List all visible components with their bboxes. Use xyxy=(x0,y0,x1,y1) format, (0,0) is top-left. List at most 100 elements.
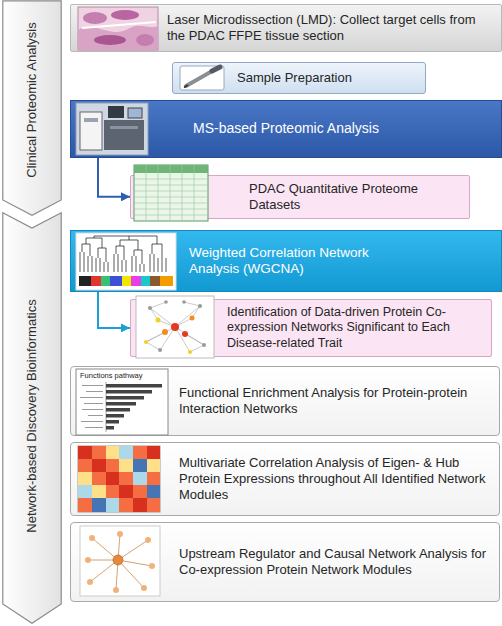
dendrogram-thumbnail xyxy=(131,276,141,286)
heatmap-thumbnail xyxy=(106,485,119,498)
instrument-photo xyxy=(108,106,124,118)
stage-band: Network-based Discovery Bioinformatics xyxy=(2,212,62,624)
network-thumbnail xyxy=(202,343,206,347)
process-box: Identification of Data-driven Protein Co… xyxy=(130,299,492,357)
tissue-thumbnail xyxy=(78,7,158,50)
heatmap-thumbnail xyxy=(78,485,92,498)
pipette-icon xyxy=(184,85,188,88)
network-thumbnail xyxy=(188,350,192,354)
instrument-photo xyxy=(110,126,138,129)
bar-chart-thumbnail xyxy=(106,426,114,430)
causal-network-thumbnail xyxy=(88,534,152,590)
heatmap-thumbnail xyxy=(78,446,160,512)
heatmap-thumbnail xyxy=(119,459,133,472)
table-thumbnail xyxy=(134,165,208,221)
instrument-photo xyxy=(104,120,144,150)
heatmap-thumbnail xyxy=(133,498,147,512)
network-thumbnail xyxy=(136,296,214,358)
heatmap-thumbnail xyxy=(78,446,92,459)
table-thumbnail xyxy=(134,165,208,173)
heatmap-thumbnail xyxy=(78,498,92,512)
bar-chart-thumbnail xyxy=(106,396,144,400)
dendrogram-thumbnail xyxy=(141,276,150,286)
heatmap-thumbnail xyxy=(92,446,106,459)
stage-label: Network-based Discovery Bioinformatics xyxy=(24,299,40,532)
heatmap-thumbnail xyxy=(78,459,92,472)
heatmap-thumbnail xyxy=(78,472,92,485)
heatmap-thumbnail xyxy=(106,498,119,512)
box-text: MS-based Proteomic Analysis xyxy=(193,120,493,137)
instrument-photo xyxy=(80,112,102,150)
flow-arrow xyxy=(98,292,130,328)
instrument-photo xyxy=(128,108,142,118)
box-text: Weighted Correlation Network Analysis (W… xyxy=(189,245,381,278)
heatmap-thumbnail xyxy=(92,485,106,498)
table-thumbnail xyxy=(134,179,208,215)
tissue-thumbnail xyxy=(78,26,158,50)
network-thumbnail xyxy=(182,300,186,304)
dendrogram-thumbnail xyxy=(80,236,166,272)
bar-chart-thumbnail xyxy=(106,390,152,394)
causal-network-thumbnail xyxy=(141,585,147,591)
network-thumbnail xyxy=(162,329,168,335)
bar-chart-thumbnail xyxy=(76,369,168,435)
network-thumbnail xyxy=(171,323,179,331)
heatmap-thumbnail xyxy=(119,485,133,498)
box-text: PDAC Quantitative Proteome Datasets xyxy=(249,181,461,213)
flow-arrow xyxy=(98,158,130,197)
process-box: PDAC Quantitative Proteome Datasets xyxy=(130,175,470,219)
table-thumbnail xyxy=(146,165,194,221)
causal-network-thumbnail xyxy=(85,557,91,563)
pipette-icon xyxy=(180,66,224,90)
box-text: Multivariate Correlation Analysis of Eig… xyxy=(179,455,489,503)
instrument-photo xyxy=(76,103,148,155)
table-thumbnail xyxy=(134,165,208,221)
heatmap-thumbnail xyxy=(133,472,147,485)
network-thumbnail xyxy=(198,304,202,308)
bar-chart-thumbnail xyxy=(106,420,119,424)
heatmap-thumbnail xyxy=(92,498,106,512)
heatmap-thumbnail xyxy=(133,485,147,498)
dendrogram-thumbnail xyxy=(122,276,131,286)
causal-network-thumbnail xyxy=(80,526,160,596)
dendrogram-thumbnail xyxy=(76,233,176,290)
process-box: MS-based Proteomic Analysis xyxy=(70,100,502,158)
bar-chart-thumbnail xyxy=(106,414,124,418)
pipette-icon xyxy=(180,66,224,90)
pipette-icon xyxy=(186,70,214,86)
heatmap-thumbnail xyxy=(106,446,119,459)
causal-network-thumbnail xyxy=(87,579,93,585)
band-outline xyxy=(3,1,61,215)
network-thumbnail xyxy=(148,306,152,310)
heatmap-thumbnail xyxy=(119,446,133,459)
process-box: Multivariate Correlation Analysis of Eig… xyxy=(70,442,500,516)
bar-chart-thumbnail xyxy=(106,408,130,412)
box-text: Laser Microdissection (LMD): Collect tar… xyxy=(167,12,493,44)
dendrogram-thumbnail xyxy=(101,276,110,286)
band-outline xyxy=(3,213,61,623)
process-box: Functional Enrichment Analysis for Prote… xyxy=(70,366,500,436)
dendrogram-thumbnail xyxy=(79,276,91,286)
chart-title: Functions pathway xyxy=(80,371,143,380)
heatmap-thumbnail xyxy=(147,446,160,459)
dendrogram-thumbnail xyxy=(91,276,101,286)
process-box: Laser Microdissection (LMD): Collect tar… xyxy=(70,4,502,52)
tissue-thumbnail xyxy=(136,34,154,46)
stage-band: Clinical Proteomic Analysis xyxy=(2,0,62,216)
heatmap-thumbnail xyxy=(147,459,160,472)
heatmap-thumbnail xyxy=(92,472,106,485)
box-text: Sample Preparation xyxy=(237,70,417,86)
dendrogram-thumbnail xyxy=(110,276,122,286)
heatmap-thumbnail xyxy=(119,472,133,485)
heatmap-thumbnail xyxy=(133,459,147,472)
heatmap-thumbnail xyxy=(106,459,119,472)
bar-chart-thumbnail xyxy=(80,386,103,428)
network-thumbnail xyxy=(158,348,162,352)
network-thumbnail xyxy=(146,302,204,352)
dendrogram-thumbnail xyxy=(150,276,160,286)
tissue-thumbnail xyxy=(111,10,139,20)
network-thumbnail xyxy=(144,340,148,344)
instrument-photo xyxy=(76,103,148,155)
heatmap-thumbnail xyxy=(78,446,160,512)
